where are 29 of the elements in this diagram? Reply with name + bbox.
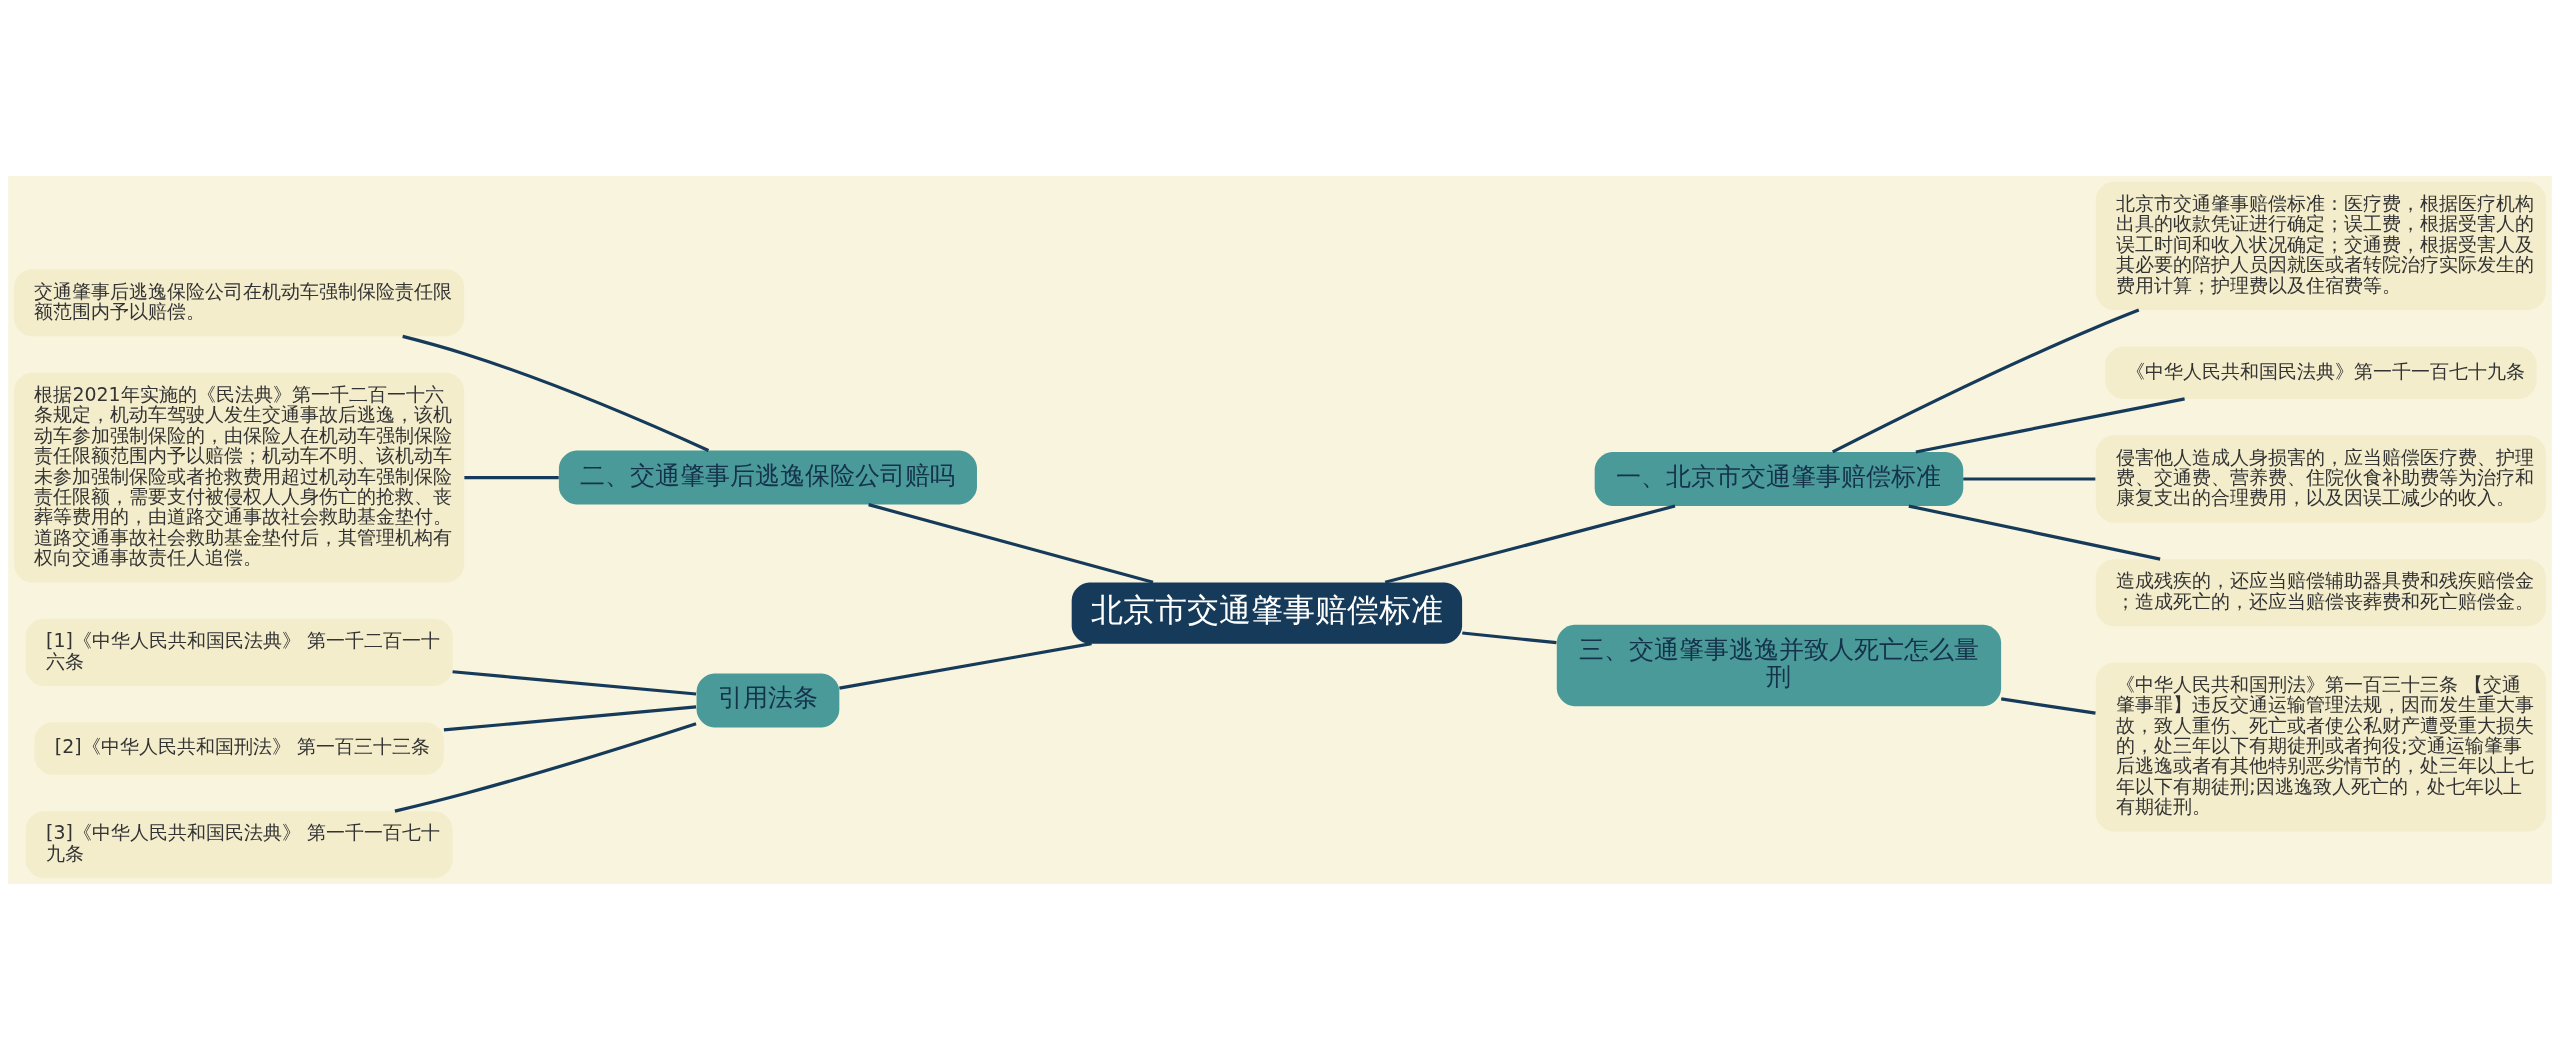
node-box: 一、北京市交通肇事赔偿标准 bbox=[1594, 451, 1964, 506]
node-box: 《中华人民共和国民法典》第一千一百七十九条 bbox=[2105, 345, 2537, 399]
connector bbox=[443, 704, 697, 732]
connector bbox=[868, 502, 1154, 584]
node-box: 侵害他人造成人身损害的，应当赔偿医疗费、护理费、交通费、营养费、住院伙食补助费等为治疗和康复支出的合理费用，以及因误工减少的收入。 bbox=[2095, 434, 2546, 523]
connector bbox=[402, 334, 710, 452]
node-box: 引用法条 bbox=[696, 673, 840, 727]
node-box: 北京市交通肇事赔偿标准：医疗费，根据医疗机构出具的收款凭证进行确定；误工费，根据受害人的误工时间和收入状况确定；交通费，根据受害人及其必要的陪护人员因就医或者转院治疗实际发生的费用计算；护理费以及住宿费等。 bbox=[2095, 181, 2546, 310]
connector bbox=[1963, 476, 2096, 481]
node-box: 造成残疾的，还应当赔偿辅助器具费和残疾赔偿金；造成死亡的，还应当赔偿丧葬费和死亡赔偿金。 bbox=[2095, 558, 2546, 626]
node-box: 《中华人民共和国刑法》第一百三十三条 【交通肇事罪】违反交通运输管理法规，因而发生重大事故，致人重伤、死亡或者使公私财产遭受重大损失的，处三年以下有期徒刑或者拘役;交通运输肇事后逃逸或者有其他特别恶劣情节的，处三年以上七年以下有期徒刑;因逃逸致人死亡的，处七年以上有期徒刑。 bbox=[2095, 662, 2546, 832]
node-box: 三、交通肇事逃逸并致人死亡怎么量刑 bbox=[1556, 624, 2002, 706]
connector bbox=[394, 721, 697, 813]
connector bbox=[1908, 504, 2161, 561]
node-box: [2]《中华人民共和国刑法》 第一百三十三条 bbox=[34, 721, 444, 775]
node-box: [3]《中华人民共和国民法典》 第一千一百七十九条 bbox=[25, 810, 453, 878]
connector bbox=[1462, 630, 1557, 644]
node-box: 北京市交通肇事赔偿标准 bbox=[1071, 581, 1463, 644]
connector bbox=[2000, 696, 2096, 715]
connector bbox=[1915, 396, 2185, 454]
connector bbox=[452, 669, 697, 696]
connector bbox=[839, 641, 1092, 690]
node-box: 二、交通肇事后逃逸保险公司赔吗 bbox=[558, 450, 977, 504]
connector bbox=[464, 475, 559, 479]
node-box: [1]《中华人民共和国民法典》 第一千二百一十六条 bbox=[25, 618, 453, 686]
connector bbox=[1384, 503, 1676, 584]
node-box: 交通肇事后逃逸保险公司在机动车强制保险责任限额范围内予以赔偿。 bbox=[14, 268, 465, 336]
connector bbox=[1832, 308, 2140, 453]
node-box: 根据2021年实施的《民法典》第一千二百一十六条规定，机动车驾驶人发生交通事故后逃逸，该机动车参加强制保险的，由保险人在机动车强制保险责任限额范围内予以赔偿；机动车不明、该机动车未参加强制保险或者抢救费用超过机动车强制保险责任限额，需要支付被侵权人人身伤亡的抢救、丧葬等费用的，由道路交通事故社会救助基金垫付。道路交通事故社会救助基金垫付后，其管理机构有权向交通事故责任人追偿。 bbox=[14, 372, 465, 582]
